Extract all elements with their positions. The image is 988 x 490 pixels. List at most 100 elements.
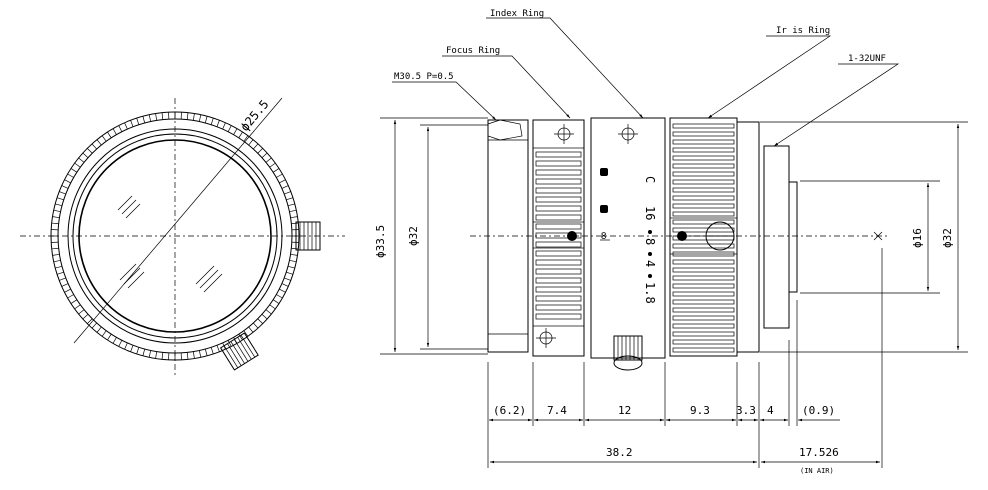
knurl-tick [70, 299, 78, 304]
knurl-tick [124, 122, 128, 130]
knurl-tick [64, 288, 71, 293]
iris-knurl-band [672, 187, 735, 193]
index-ring-label: Index Ring [490, 9, 544, 19]
focus-knurl-band [535, 187, 582, 194]
c-mount [763, 145, 790, 329]
knurl-tick [272, 299, 280, 304]
iris-knurl-band [672, 131, 735, 137]
knurl-tick [142, 348, 146, 356]
knurl-tick [290, 216, 298, 219]
iris-knurl-band [672, 259, 735, 265]
f-stop-label: 8 [643, 238, 657, 245]
knurl-tick [216, 345, 220, 352]
iris-knurl-band [672, 219, 735, 225]
knurl-tick [281, 185, 289, 189]
outer-diameter-label: ϕ33.5 [374, 225, 387, 258]
dim-4: 4 [767, 404, 774, 417]
f-stop-label: 16 [643, 206, 657, 220]
knurl-tick [233, 128, 238, 135]
front-knurl-ticks [51, 112, 299, 360]
focus-knurl-band [535, 286, 582, 293]
focus-infinity-mark: ∞ [597, 232, 611, 239]
focus-ring-leader [442, 55, 571, 119]
knurl-tick [257, 318, 263, 324]
iris-knurl-band [672, 307, 735, 313]
knurl-tick [210, 347, 214, 355]
knurl-tick [287, 265, 295, 269]
knurl-tick [64, 179, 71, 184]
iris-knurl-band [672, 195, 735, 201]
front-diameter-label: ϕ25.5 [238, 97, 272, 134]
knurl-tick [96, 139, 102, 146]
knurl-tick [227, 340, 232, 347]
index-mark-1 [600, 168, 608, 176]
mount-thread-leader [392, 81, 497, 121]
rear-diameter-16-label: ϕ16 [911, 228, 924, 248]
knurl-tick [186, 112, 189, 120]
knurl-tick [276, 173, 283, 178]
front-screw-knob-right [295, 221, 321, 251]
knurl-tick [142, 116, 146, 124]
knurl-tick [238, 131, 243, 139]
inner-diameter-label: ϕ32 [407, 226, 420, 246]
focus-ring-label: Focus Ring [446, 46, 500, 56]
mount-thread-label: M30.5 P=0.5 [394, 72, 454, 82]
knurl-tick [52, 216, 60, 219]
knurl-tick [148, 114, 152, 122]
iris-knurl-band [672, 171, 735, 177]
iris-knurl-band [672, 315, 735, 321]
knurl-tick [269, 304, 276, 310]
iris-knurl-band [672, 299, 735, 305]
front-diameter-leader [73, 97, 283, 344]
knurl-tick [272, 168, 280, 173]
knurl-tick [67, 173, 74, 178]
f-stop-dot [648, 252, 652, 256]
focus-knurl-band [535, 160, 582, 167]
knurl-tick [289, 259, 297, 263]
front-view: ϕ25.5 [20, 97, 345, 378]
f-stop-label: 1.8 [643, 282, 657, 304]
focus-knurl-band [535, 241, 582, 248]
knurl-tick [291, 222, 299, 225]
iris-knurl-band [672, 155, 735, 161]
knurl-tick [101, 330, 107, 337]
dim-extension-lines [487, 248, 883, 468]
knurl-tick [238, 333, 243, 341]
knurl-tick [130, 120, 134, 127]
dim-3-3: 3.3 [736, 404, 756, 417]
iris-knurl-band [672, 323, 735, 329]
focus-knurl-band [535, 259, 582, 266]
knurl-tick [155, 113, 158, 121]
knurl-tick [227, 125, 232, 132]
knurl-tick [286, 197, 294, 201]
iris-knurl-band [672, 347, 735, 353]
glass-highlight-marks [117, 195, 223, 293]
iris-knurl-band [672, 291, 735, 297]
knurl-tick [51, 222, 59, 225]
knurl-tick [284, 277, 291, 281]
unf-thread-leader [773, 63, 900, 147]
knurl-tick [67, 294, 74, 299]
knurl-tick [253, 322, 259, 329]
knurl-tick [124, 342, 128, 350]
unf-thread-label: 1-32UNF [848, 54, 886, 64]
knurl-tick [204, 116, 208, 124]
index-ring [590, 117, 666, 359]
knurl-tick [276, 294, 283, 299]
knurl-tick [51, 247, 59, 250]
dim-6-2: (6.2) [493, 404, 526, 417]
iris-knurl-band [672, 275, 735, 281]
knurl-tick [248, 326, 254, 333]
focus-knurl-band [535, 205, 582, 212]
focus-knurl-band [535, 151, 582, 158]
focus-knurl-band [535, 295, 582, 302]
knurl-tick [118, 340, 123, 347]
iris-knurl-band [672, 267, 735, 273]
knurl-tick [74, 162, 81, 168]
knurl-tick [59, 277, 66, 281]
knurl-tick [56, 197, 64, 201]
knurl-tick [279, 179, 286, 184]
knurl-tick [56, 271, 64, 275]
